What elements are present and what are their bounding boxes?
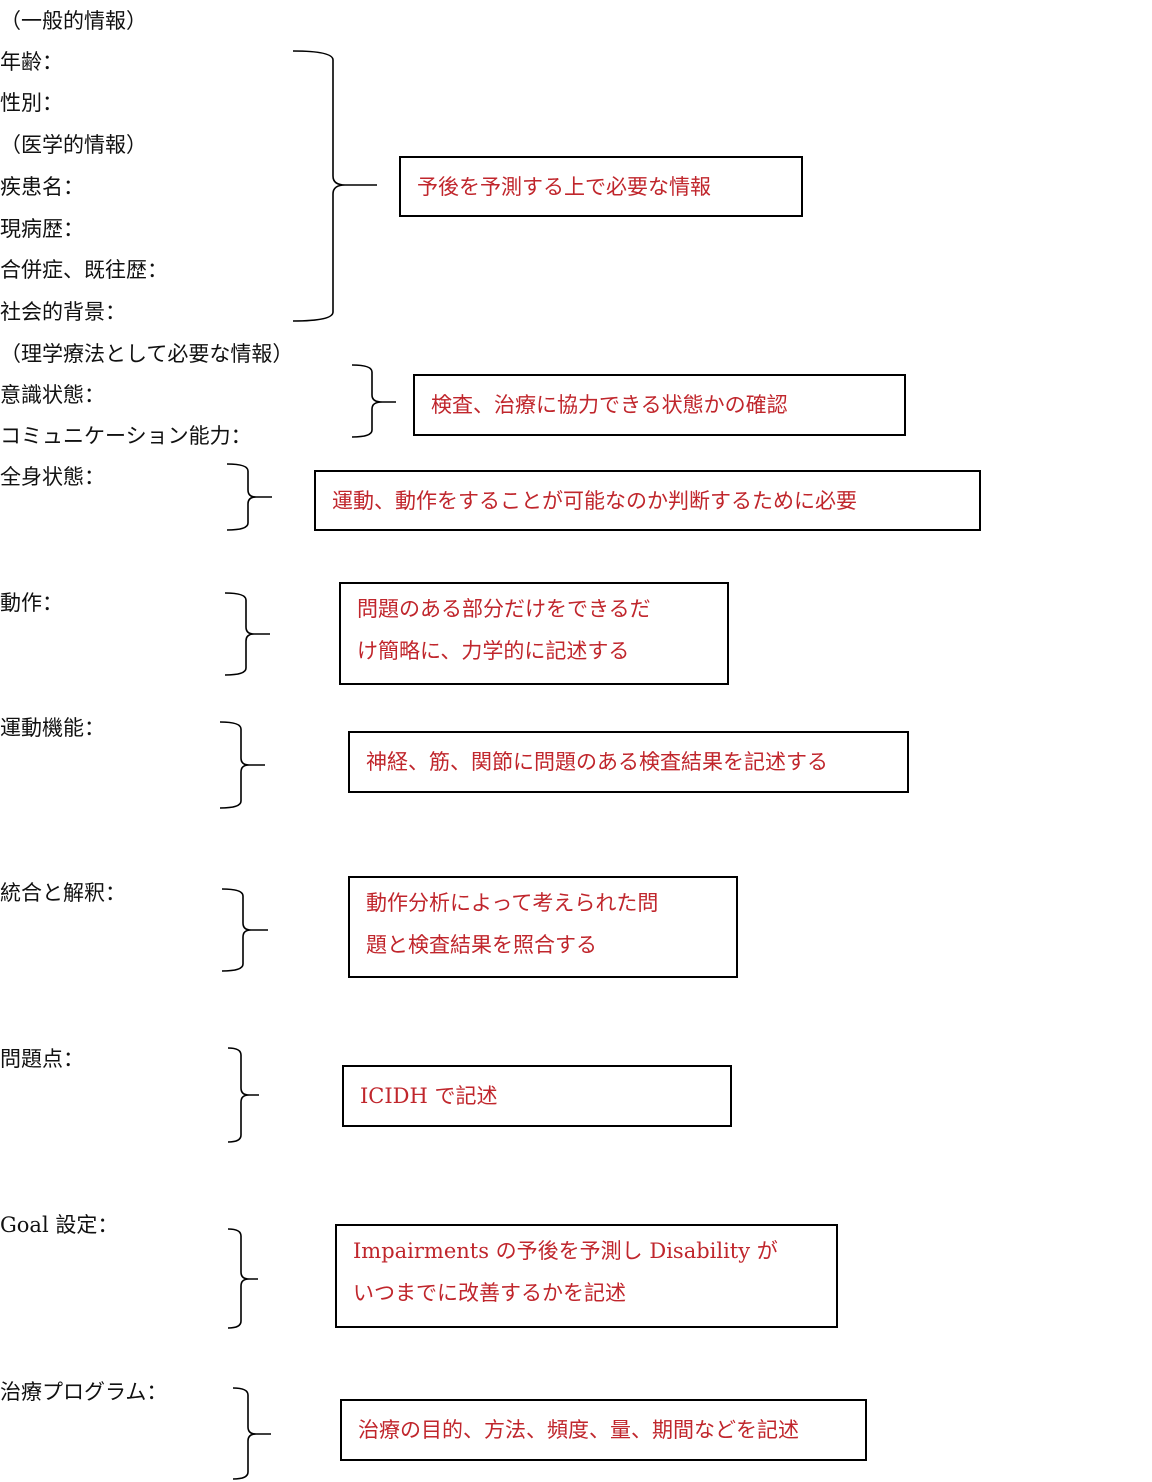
note-box-motor-function: 神経、筋、関節に問題のある検査結果を記述する (348, 731, 909, 793)
label-problems: 問題点： (0, 1047, 84, 1071)
label-consciousness: 意識状態： (0, 383, 105, 407)
note-box-activity-feasibility: 運動、動作をすることが可能なのか判断するために必要 (314, 470, 981, 531)
note-box-treatment: 治療の目的、方法、頻度、量、期間などを記述 (340, 1399, 867, 1461)
note-text-line-1: Impairments の予後を予測し Disability が (353, 1239, 778, 1263)
label-age: 年齢： (0, 50, 63, 74)
label-social-background: 社会的背景： (0, 300, 126, 324)
label-treatment-program: 治療プログラム： (0, 1380, 168, 1404)
note-box-prognosis-info: 予後を予測する上で必要な情報 (399, 156, 803, 217)
note-box-movement: 問題のある部分だけをできるだ け簡略に、力学的に記述する (339, 582, 729, 685)
section-header-medical: （医学的情報） (0, 133, 147, 157)
label-communication: コミュニケーション能力： (0, 424, 252, 448)
note-text: 検査、治療に協力できる状態かの確認 (431, 393, 788, 417)
note-text-line-2: 題と検査結果を照合する (366, 933, 597, 957)
section-header-pt: （理学療法として必要な情報） (0, 342, 294, 366)
note-box-problems: ICIDH で記述 (342, 1065, 732, 1127)
label-integration: 統合と解釈： (0, 881, 126, 905)
label-movement: 動作： (0, 591, 63, 615)
note-box-goal: Impairments の予後を予測し Disability が いつまでに改善… (335, 1224, 838, 1328)
label-general-condition: 全身状態： (0, 465, 105, 489)
brace-icon (219, 50, 396, 1480)
note-text: 神経、筋、関節に問題のある検査結果を記述する (366, 750, 828, 774)
note-text: ICIDH で記述 (360, 1084, 498, 1108)
label-sex: 性別： (0, 91, 63, 115)
note-text-line-2: け簡略に、力学的に記述する (357, 639, 630, 663)
note-box-cooperation-check: 検査、治療に協力できる状態かの確認 (413, 374, 906, 436)
note-text: 治療の目的、方法、頻度、量、期間などを記述 (358, 1418, 799, 1442)
label-goal: Goal 設定： (0, 1213, 119, 1237)
note-text: 運動、動作をすることが可能なのか判断するために必要 (332, 488, 857, 513)
note-text: 予後を予測する上で必要な情報 (417, 174, 711, 199)
note-text-line-1: 問題のある部分だけをできるだ (357, 597, 651, 621)
label-motor-function: 運動機能： (0, 716, 105, 740)
label-comorbidity: 合併症、既往歴： (0, 258, 168, 282)
label-present-history: 現病歴： (0, 217, 84, 241)
section-header-general: （一般的情報） (0, 9, 147, 33)
note-text-line-2: いつまでに改善するかを記述 (353, 1281, 626, 1305)
note-text-line-1: 動作分析によって考えられた問 (366, 891, 659, 915)
note-box-integration: 動作分析によって考えられた問 題と検査結果を照合する (348, 876, 738, 978)
label-diagnosis: 疾患名： (0, 175, 84, 199)
